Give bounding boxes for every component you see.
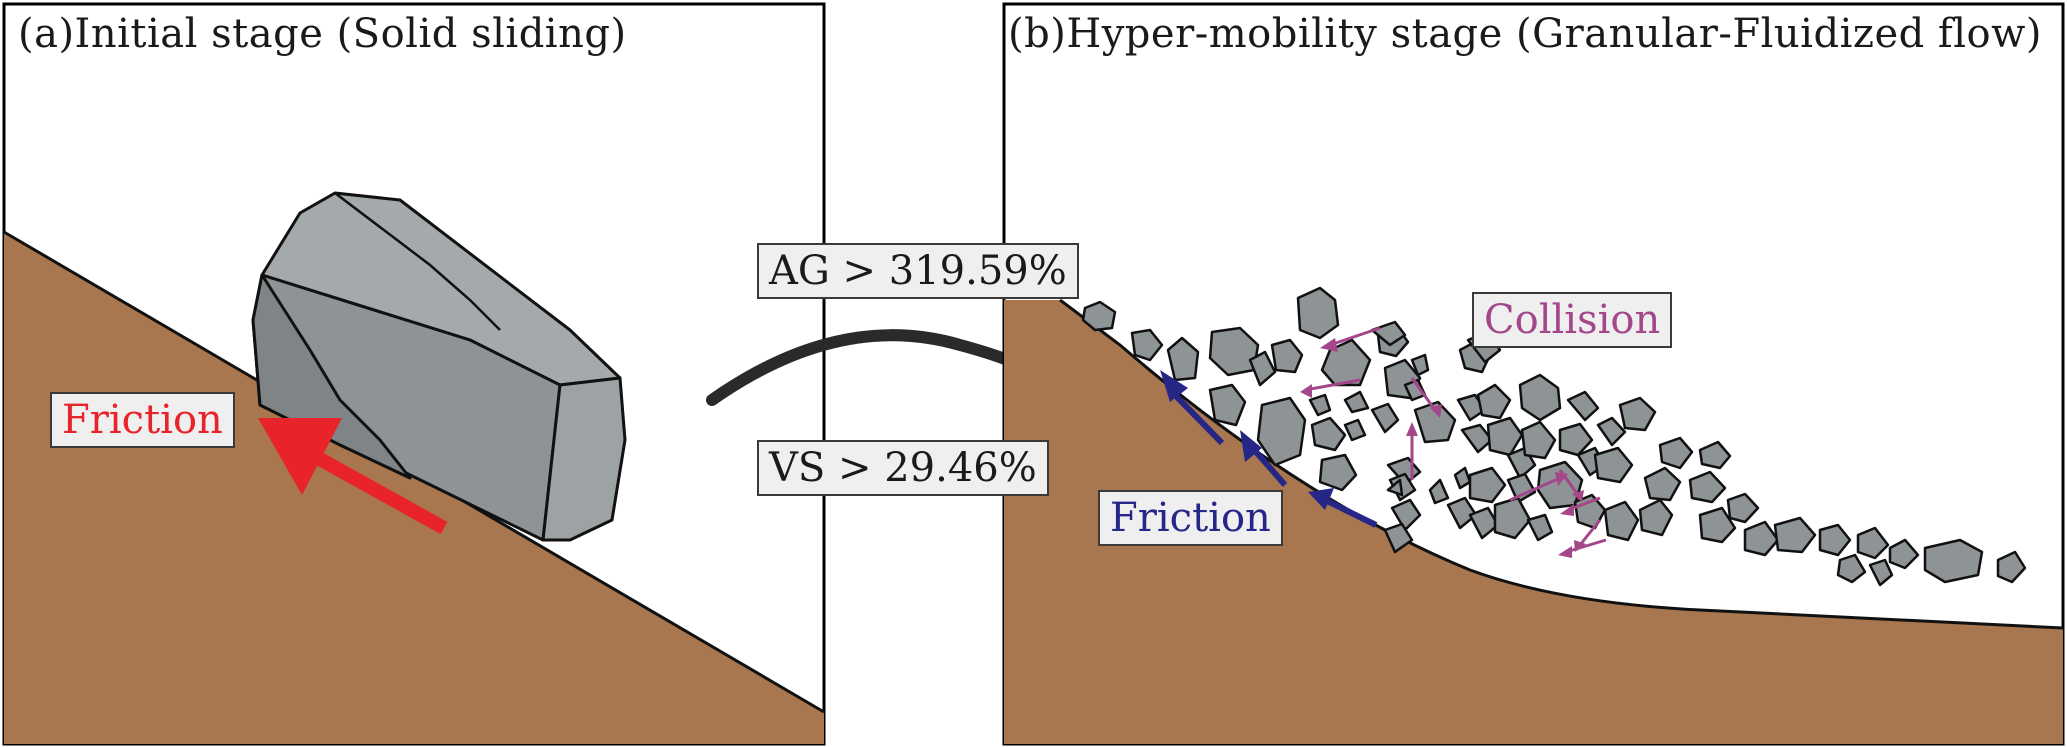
particle — [1643, 466, 1682, 502]
particle — [1370, 320, 1407, 347]
panel-b-title: (b)Hyper-mobility stage (Granular-Fluidi… — [1008, 11, 2042, 57]
particle — [1390, 498, 1422, 532]
particle — [1318, 453, 1358, 492]
condition-vs-label: VS > 29.46% — [757, 440, 1049, 496]
particle — [1320, 338, 1372, 387]
particle — [1308, 393, 1332, 417]
particle — [1688, 470, 1727, 504]
block-crack — [334, 192, 501, 331]
friction-label-a: Friction — [50, 392, 235, 448]
particle — [1518, 373, 1562, 422]
particle — [1698, 440, 1732, 470]
particle — [1383, 522, 1414, 554]
friction-arrows-b — [1160, 370, 1378, 528]
particle — [1310, 416, 1347, 452]
collision-label: Collision — [1472, 292, 1673, 348]
panel-b-slope-line — [1059, 298, 2064, 630]
particle — [1698, 506, 1737, 544]
particle — [1081, 300, 1117, 332]
panel-b — [1002, 2, 2065, 746]
particle — [1270, 338, 1304, 374]
particle — [1923, 538, 1984, 584]
granular-particles — [1081, 286, 2027, 587]
particle — [1413, 400, 1457, 444]
particle — [1603, 500, 1640, 542]
particle — [1773, 516, 1817, 554]
particle — [1743, 520, 1780, 557]
sliding-block — [251, 191, 627, 542]
particle — [1343, 390, 1370, 414]
block-left-face — [251, 273, 412, 480]
condition-ag-label: AG > 319.59% — [757, 243, 1079, 299]
particle — [1520, 420, 1557, 460]
particle — [1658, 436, 1694, 470]
particle — [1566, 390, 1600, 422]
particle — [1386, 478, 1404, 497]
particle — [1468, 466, 1507, 504]
particle — [1526, 513, 1554, 542]
friction-label-b: Friction — [1098, 490, 1283, 546]
panel-a-title: (a)Initial stage (Solid sliding) — [18, 11, 627, 57]
particle — [1818, 523, 1852, 557]
particle — [1506, 472, 1537, 504]
particle — [1486, 416, 1524, 457]
particle — [1208, 383, 1247, 427]
particle — [1996, 550, 2027, 584]
panel-a — [2, 2, 826, 746]
collision-arrows — [1300, 326, 1607, 558]
particle — [1618, 396, 1657, 432]
particle — [1248, 350, 1277, 387]
block-side-face — [541, 376, 627, 542]
particle — [1343, 418, 1367, 442]
particle — [1476, 383, 1512, 420]
particle — [1638, 498, 1674, 537]
panel-a-slope — [4, 232, 824, 744]
particle — [1558, 422, 1594, 457]
particle — [1166, 336, 1200, 382]
particle — [1130, 328, 1164, 362]
particle — [1726, 492, 1760, 524]
friction-arrow-a — [258, 418, 448, 535]
particle — [1296, 286, 1340, 340]
particle — [1428, 478, 1450, 505]
particle — [1593, 446, 1634, 484]
particle — [1868, 558, 1894, 587]
particle — [1596, 416, 1627, 447]
particle — [1836, 553, 1867, 584]
particle — [1888, 538, 1920, 570]
particle — [1856, 526, 1890, 560]
particle — [1410, 353, 1430, 377]
particle — [1370, 402, 1400, 434]
particle — [1256, 396, 1307, 467]
panel-b-slope — [1004, 300, 2063, 744]
